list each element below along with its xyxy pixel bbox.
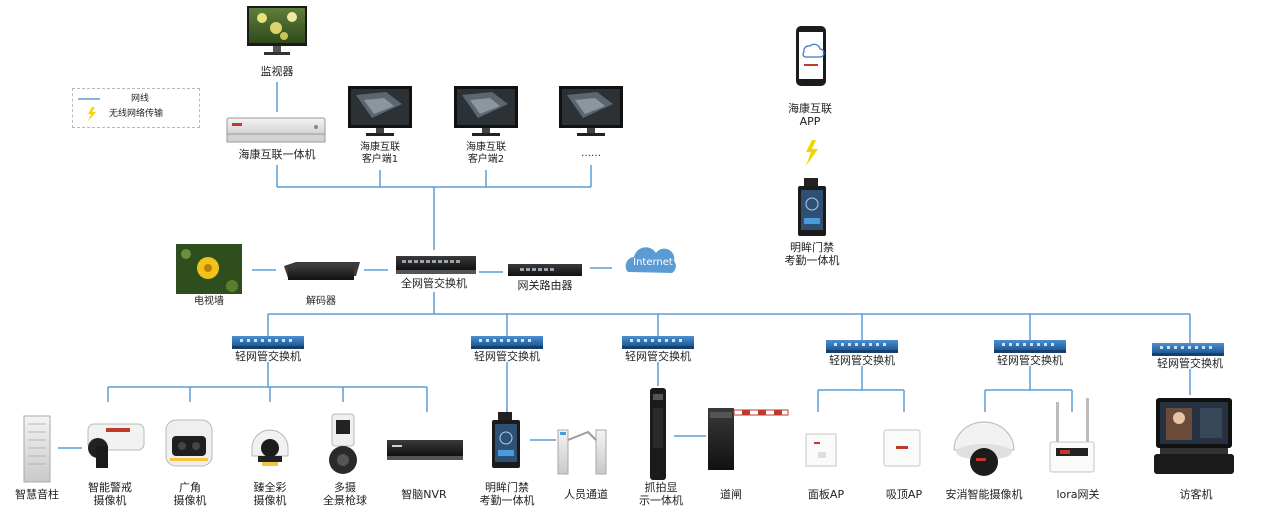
- ceiling-ap-icon: [883, 429, 921, 467]
- client-1-label: 海康互联客户端1: [360, 142, 400, 165]
- light-switch-5-icon: [994, 340, 1066, 353]
- face-terminal-bottom-label: 明眸门禁考勤一体机: [479, 481, 535, 507]
- client-more-monitor-icon: [559, 86, 623, 136]
- ai-camera-icon: [953, 421, 1015, 476]
- color-camera-icon: [251, 429, 289, 466]
- visitor-terminal-label: 访客机: [1179, 488, 1213, 501]
- router-label: 网关路由器: [517, 279, 573, 292]
- capture-display-terminal-icon: [650, 388, 666, 480]
- panoramic-dome-camera-icon: [329, 413, 357, 474]
- router-icon: [508, 264, 582, 276]
- legend-box: 网线 无线网络传输: [72, 88, 200, 128]
- ceiling-ap-label: 吸顶AP: [885, 488, 923, 501]
- core-switch-label: 全网管交换机: [401, 277, 467, 290]
- decoder-label: 解码器: [306, 296, 336, 307]
- ai-camera-label: 安消智能摄像机: [945, 488, 1023, 501]
- light-switch-2-label: 轻网管交换机: [474, 350, 540, 363]
- wireless-link-icon: [806, 140, 818, 166]
- panoramic-dome-camera-label: 多摄全景枪球: [323, 481, 367, 507]
- turnstile-label: 人员通道: [564, 488, 608, 501]
- light-switch-4-label: 轻网管交换机: [829, 354, 895, 367]
- pillar-speaker-icon: [23, 415, 51, 483]
- monitor-label: 监视器: [260, 65, 294, 78]
- core-switch-icon: [396, 256, 476, 274]
- panel-ap-label: 面板AP: [807, 488, 845, 501]
- visitor-terminal-icon: [1154, 398, 1234, 474]
- capture-display-terminal-label: 抓拍显示一体机: [639, 481, 683, 507]
- wide-angle-camera-icon: [165, 419, 213, 467]
- legend-wireless-label: 无线网络传输: [109, 109, 164, 119]
- tv-wall-label: 电视墙: [194, 296, 224, 307]
- client-1-monitor-icon: [348, 86, 412, 136]
- nvr-top-label: 海康互联一体机: [238, 148, 316, 161]
- nvr-all-in-one-icon: [226, 117, 326, 143]
- client-2-label: 海康互联客户端2: [466, 142, 506, 165]
- face-terminal-top-label: 明眸门禁考勤一体机: [784, 241, 840, 267]
- warning-camera-icon: [87, 423, 145, 468]
- light-switch-6-label: 轻网管交换机: [1157, 357, 1223, 370]
- wide-angle-camera-label: 广角摄像机: [173, 481, 207, 507]
- light-switch-1-label: 轻网管交换机: [235, 350, 301, 363]
- internet-cloud-icon: [625, 247, 676, 273]
- smart-nvr-icon: [387, 440, 463, 460]
- face-terminal-top-icon: [798, 178, 826, 236]
- phone-app-icon: [796, 26, 826, 86]
- legend-marks: [78, 98, 100, 121]
- decoder-icon: [284, 262, 360, 280]
- smart-nvr-label: 智脑NVR: [401, 488, 447, 501]
- color-camera-label: 臻全彩摄像机: [253, 481, 287, 507]
- barrier-gate-icon: [708, 408, 789, 470]
- monitor-icon: [247, 6, 307, 55]
- warning-camera-label: 智能警戒摄像机: [88, 481, 132, 507]
- light-switch-5-label: 轻网管交换机: [997, 354, 1063, 367]
- light-switch-6-icon: [1152, 343, 1224, 356]
- barrier-gate-label: 道闸: [720, 488, 742, 501]
- lora-gateway-label: lora网关: [1056, 488, 1100, 501]
- light-switch-4-icon: [826, 340, 898, 353]
- client-more-label: ……: [581, 148, 601, 159]
- light-switch-1-icon: [232, 336, 304, 349]
- legend-wired-label: 网线: [131, 94, 150, 104]
- wired-connections: [58, 82, 1191, 449]
- light-switch-3-label: 轻网管交换机: [625, 350, 691, 363]
- light-switch-2-icon: [471, 336, 543, 349]
- internet-label: Internet: [633, 257, 673, 268]
- lora-gateway-icon: [1049, 398, 1095, 473]
- client-2-monitor-icon: [454, 86, 518, 136]
- pillar-speaker-label: 智慧音柱: [15, 488, 59, 501]
- tv-wall-icon: [176, 244, 242, 294]
- turnstile-icon: [557, 429, 607, 475]
- light-switch-3-icon: [622, 336, 694, 349]
- face-terminal-bottom-icon: [492, 412, 520, 468]
- panel-ap-icon: [805, 433, 837, 467]
